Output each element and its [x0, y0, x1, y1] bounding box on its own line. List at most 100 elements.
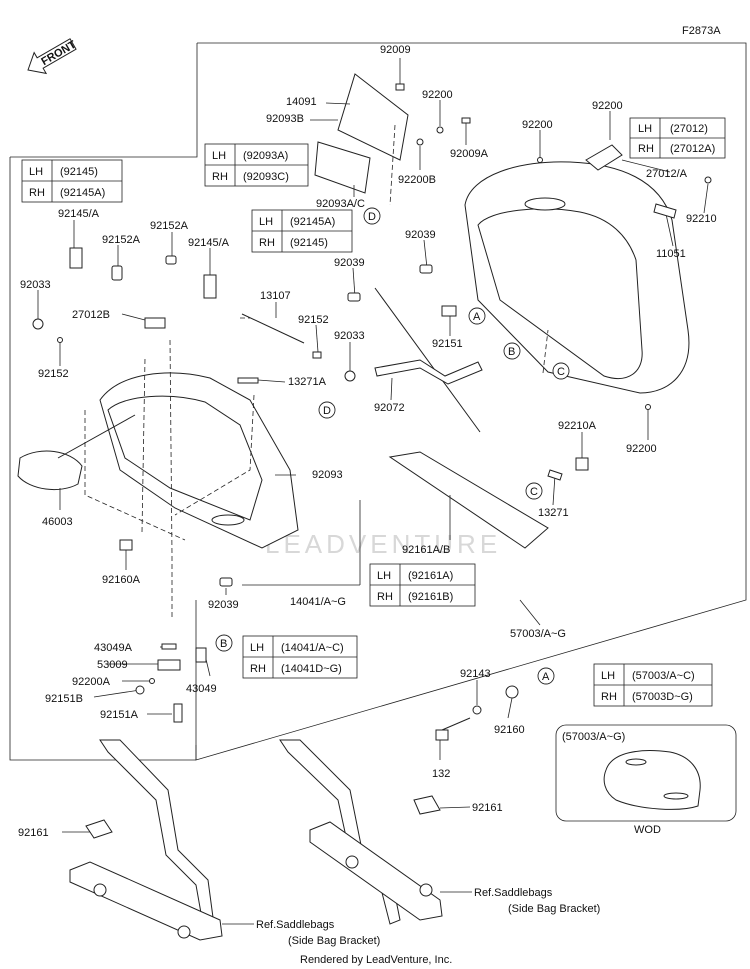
lh-rh-table-92145-left: LH (92145) RH (92145A) — [21, 159, 123, 203]
part-label: 92151B — [45, 693, 83, 705]
svg-text:RH: RH — [250, 663, 266, 675]
lh-rh-table-92161: LH (92161A) RH (92161B) — [369, 563, 476, 607]
right-saddlebag-shell — [464, 144, 690, 394]
svg-text:RH: RH — [638, 143, 654, 155]
part-label: 92200 — [522, 119, 553, 131]
part-label: 92093 — [312, 469, 343, 481]
part-label: 92152 — [298, 314, 329, 326]
lock-46003-icon — [17, 450, 83, 490]
svg-text:C: C — [557, 366, 565, 378]
callout-b-1: B — [503, 342, 521, 360]
left-side-bag-bracket — [69, 739, 223, 941]
part-label: 92033 — [20, 279, 51, 291]
svg-text:LH: LH — [601, 670, 615, 682]
svg-text:(92161A): (92161A) — [408, 570, 453, 582]
svg-text:(27012A): (27012A) — [670, 143, 715, 155]
right-assembly-outline — [195, 42, 747, 761]
svg-text:(92093A): (92093A) — [243, 150, 288, 162]
callout-d-2: D — [318, 401, 336, 419]
part-label: 92161 — [472, 802, 503, 814]
part-label: 13107 — [260, 290, 291, 302]
svg-text:(92145A): (92145A) — [290, 216, 335, 228]
svg-text:LH: LH — [638, 123, 652, 135]
svg-text:B: B — [220, 638, 227, 650]
svg-text:C: C — [530, 486, 538, 498]
callout-d-1: D — [363, 207, 381, 225]
ref-saddlebags-sub-right: (Side Bag Bracket) — [508, 903, 600, 915]
part-label: 92152A — [150, 220, 189, 232]
front-label: FRONT — [39, 39, 78, 68]
svg-text:LH: LH — [250, 642, 264, 654]
part-label: 92145/A — [188, 237, 230, 249]
part-label: 92210A — [558, 420, 597, 432]
left-saddlebag-shell — [99, 372, 299, 549]
wod-saddlebag-icon — [603, 750, 701, 810]
part-label: 92009A — [450, 148, 489, 160]
ref-saddlebags-sub-left: (Side Bag Bracket) — [288, 935, 380, 947]
credit-text: Rendered by LeadVenture, Inc. — [300, 954, 452, 966]
part-label: 11051 — [656, 248, 686, 260]
stay-92072-icon — [374, 359, 483, 385]
part-label: 92151A — [100, 709, 139, 721]
part-label: 92152 — [38, 368, 69, 380]
svg-text:RH: RH — [259, 237, 275, 249]
lh-rh-table-57003: LH (57003/A~C) RH (57003D~G) — [593, 663, 713, 707]
part-label: 43049 — [186, 683, 217, 695]
ref-saddlebags-label-left: Ref.Saddlebags — [256, 919, 335, 931]
part-label: 14041/A~G — [290, 596, 346, 608]
leader-lines — [37, 58, 709, 833]
part-label: 46003 — [42, 516, 73, 528]
pad-92161a-icon — [388, 451, 549, 549]
svg-text:(92161B): (92161B) — [408, 591, 453, 603]
svg-text:(27012): (27012) — [670, 123, 708, 135]
part-label: 14091 — [286, 96, 317, 108]
svg-text:LH: LH — [212, 150, 226, 162]
part-label: 92093B — [266, 113, 304, 125]
part-label: 92200B — [398, 174, 436, 186]
svg-text:(92145): (92145) — [290, 237, 328, 249]
part-label: 92160A — [102, 574, 141, 586]
svg-text:LH: LH — [377, 570, 391, 582]
lid-hinge-14091-icon — [337, 73, 409, 161]
callout-a-2: A — [537, 667, 555, 685]
part-label: 92200 — [422, 89, 453, 101]
callout-b-2: B — [215, 634, 233, 652]
svg-text:RH: RH — [601, 691, 617, 703]
lh-rh-table-92093: LH (92093A) RH (92093C) — [204, 143, 309, 187]
part-label: 27012B — [72, 309, 110, 321]
svg-text:(92093C): (92093C) — [243, 171, 289, 183]
part-label: 53009 — [97, 659, 128, 671]
svg-text:RH: RH — [377, 591, 393, 603]
part-label: 92143 — [460, 668, 491, 680]
lh-rh-table-14041: LH (14041/A~C) RH (14041D~G) — [242, 635, 358, 679]
svg-text:(57003/A~C): (57003/A~C) — [632, 670, 695, 682]
part-label: 43049A — [94, 642, 133, 654]
part-label: 92151 — [432, 338, 463, 350]
callout-a-1: A — [468, 307, 486, 325]
part-label: 92160 — [494, 724, 525, 736]
svg-text:(14041/A~C): (14041/A~C) — [281, 642, 344, 654]
part-label: 92039 — [334, 257, 365, 269]
watermark-text: LEADVENTURE — [265, 529, 501, 559]
svg-text:B: B — [508, 346, 515, 358]
wod-label: WOD — [634, 824, 661, 836]
svg-text:(92145A): (92145A) — [60, 187, 105, 199]
part-labels: 92009 14091 92093B 92200 92009A 92200B 9… — [18, 44, 717, 839]
svg-text:RH: RH — [29, 187, 45, 199]
part-label: 57003/A~G — [510, 628, 566, 640]
svg-text:LH: LH — [259, 216, 273, 228]
wod-inset: (57003/A~G) WOD — [555, 724, 737, 836]
svg-text:D: D — [323, 405, 331, 417]
part-label: 92200 — [626, 443, 657, 455]
part-label: 13271A — [288, 376, 327, 388]
svg-text:A: A — [473, 311, 481, 323]
svg-text:A: A — [542, 671, 550, 683]
front-direction-arrow-icon: FRONT — [27, 38, 78, 75]
diagram-code: F2873A — [682, 25, 721, 37]
part-label: 92161A/B — [402, 544, 450, 556]
svg-text:RH: RH — [212, 171, 228, 183]
part-label: 92093A/C — [316, 198, 365, 210]
svg-text:D: D — [368, 211, 376, 223]
ref-saddlebags-label-right: Ref.Saddlebags — [474, 887, 553, 899]
